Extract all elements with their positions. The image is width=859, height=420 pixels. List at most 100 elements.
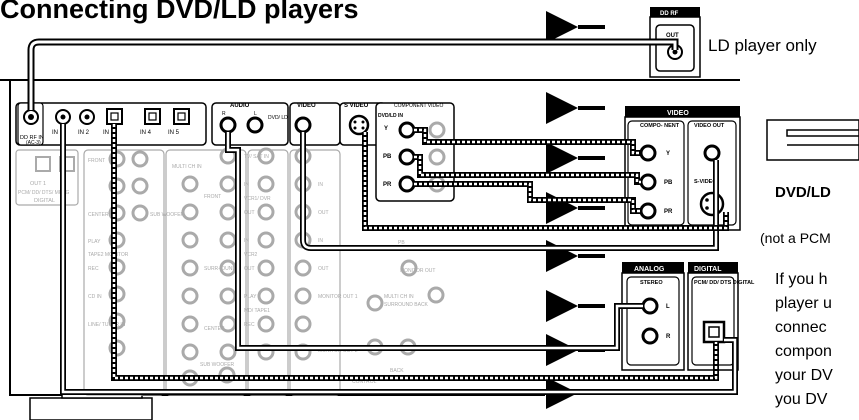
dvd-player-icon — [766, 119, 859, 161]
svg-text:AUDIO: AUDIO — [230, 103, 250, 109]
svg-text:MULTI CH IN: MULTI CH IN — [172, 164, 202, 170]
audio-l-in-jack[interactable] — [246, 116, 264, 134]
player-analog-r-jack[interactable] — [641, 327, 659, 345]
svg-text:REC: REC — [244, 322, 255, 328]
svg-text:DD RF: DD RF — [660, 11, 679, 17]
component-pr-in-jack[interactable] — [398, 175, 416, 193]
instruction-line: you DV — [775, 391, 828, 408]
video-in-jack[interactable] — [294, 116, 312, 134]
svg-text:OUT 1: OUT 1 — [30, 181, 46, 187]
not-pcm-note: (not a PCM — [760, 230, 831, 246]
svg-text:PB: PB — [383, 154, 392, 160]
instruction-text: If you h player u connec compon your DV … — [775, 268, 833, 412]
svg-text:PCM/ DD/ DTS/ MPEG: PCM/ DD/ DTS/ MPEG — [18, 190, 70, 196]
page-title: Connecting DVD/LD players — [0, 0, 359, 24]
svg-text:R: R — [666, 334, 671, 340]
svg-text:PCM/ DD/ DTS DIGITAL: PCM/ DD/ DTS DIGITAL — [694, 280, 755, 286]
svg-text:IN 5: IN 5 — [168, 130, 180, 136]
svg-text:TAPE2 MONITOR: TAPE2 MONITOR — [88, 252, 129, 258]
svg-text:S VIDEO: S VIDEO — [344, 103, 369, 109]
svg-text:OUT: OUT — [244, 266, 255, 272]
svg-text:VCR1/ DVR: VCR1/ DVR — [244, 196, 271, 202]
svg-text:SURROUND BACK: SURROUND BACK — [384, 302, 429, 308]
svg-text:IN: IN — [244, 182, 249, 188]
instruction-line: If you h — [775, 271, 828, 288]
svg-text:IN 3: IN 3 — [103, 130, 115, 136]
svg-text:L: L — [254, 111, 257, 117]
svg-text:IN: IN — [318, 238, 323, 244]
svg-text:OUT: OUT — [318, 266, 329, 272]
player-s-video-out-jack[interactable] — [699, 191, 725, 217]
svg-text:MD/ TAPE1: MD/ TAPE1 — [244, 308, 270, 314]
svg-text:MONITOR OUT 1: MONITOR OUT 1 — [318, 294, 358, 300]
receiver-foot — [29, 397, 153, 420]
svg-text:Y: Y — [666, 151, 670, 157]
player-analog-l-jack[interactable] — [641, 297, 659, 315]
ld-only-label: LD player only — [708, 36, 817, 55]
svg-text:Y: Y — [384, 126, 388, 132]
svg-text:CENTER: CENTER — [204, 326, 225, 332]
svg-text:VIDEO OUT: VIDEO OUT — [694, 123, 725, 129]
svg-text:IN 2: IN 2 — [78, 130, 90, 136]
svg-text:SUB WOOFER: SUB WOOFER — [150, 212, 185, 218]
svg-text:IN 1: IN 1 — [52, 130, 64, 136]
instruction-line: connec — [775, 319, 827, 336]
svg-text:DD RF IN: DD RF IN — [20, 135, 44, 141]
svg-text:MONITOR OUT: MONITOR OUT — [400, 268, 435, 274]
svg-text:VCR2: VCR2 — [244, 252, 258, 258]
svg-text:PLAY: PLAY — [244, 294, 257, 300]
component-y-in-jack[interactable] — [398, 121, 416, 139]
svg-text:IN: IN — [318, 182, 323, 188]
player-pr-out-jack[interactable] — [639, 202, 657, 220]
svg-text:LINE/ TUNER IN: LINE/ TUNER IN — [88, 322, 126, 328]
s-video-in-jack[interactable] — [348, 114, 370, 136]
audio-r-in-jack[interactable] — [219, 116, 237, 134]
svg-text:COMPONENT VIDEO: COMPONENT VIDEO — [394, 103, 443, 109]
svg-text:DIGITAL: DIGITAL — [694, 266, 722, 273]
svg-text:SURR- OUND: SURR- OUND — [204, 266, 236, 272]
svg-text:(AC-3): (AC-3) — [26, 140, 41, 146]
svg-text:IN 4: IN 4 — [140, 130, 152, 136]
player-video-out-jack[interactable] — [703, 144, 721, 162]
cables — [27, 38, 738, 395]
svg-text:VIDEO: VIDEO — [297, 103, 316, 109]
svg-text:STEREO: STEREO — [640, 280, 663, 286]
svg-text:IN: IN — [244, 238, 249, 244]
svg-text:PR: PR — [664, 209, 673, 215]
svg-text:R: R — [222, 111, 226, 117]
svg-text:OUT: OUT — [318, 210, 329, 216]
svg-text:DVD/ LD IN: DVD/ LD IN — [268, 115, 295, 121]
svg-text:FRONT: FRONT — [204, 194, 221, 200]
svg-text:CD IN: CD IN — [88, 294, 102, 300]
instruction-line: your DV — [775, 367, 833, 384]
svg-text:VIDEO: VIDEO — [667, 110, 689, 117]
svg-text:FRONT: FRONT — [88, 158, 105, 164]
dvd-ld-label: DVD/LD — [775, 184, 831, 201]
svg-text:OUT: OUT — [244, 210, 255, 216]
svg-text:L: L — [666, 304, 670, 310]
svg-text:CENTER: CENTER — [88, 212, 109, 218]
player-pb-out-jack[interactable] — [639, 173, 657, 191]
instruction-line: player u — [775, 295, 832, 312]
svg-text:ANALOG: ANALOG — [634, 266, 665, 273]
instruction-line: compon — [775, 343, 832, 360]
svg-text:OUT: OUT — [666, 33, 679, 39]
player-video-outputs: VIDEO COMPO- NENT VIDEO OUT Y PB PR S-VI… — [624, 106, 741, 231]
svg-text:PR: PR — [383, 182, 392, 188]
svg-text:COMPO- NENT: COMPO- NENT — [640, 123, 680, 129]
svg-text:TV/ SAT IN: TV/ SAT IN — [244, 154, 269, 160]
component-pb-in-jack[interactable] — [398, 148, 416, 166]
svg-text:REC: REC — [88, 266, 99, 272]
svg-text:CONTROL: CONTROL — [352, 379, 377, 385]
svg-text:S-VIDEO: S-VIDEO — [694, 179, 717, 185]
player-y-out-jack[interactable] — [639, 144, 657, 162]
svg-text:MULTI CH IN: MULTI CH IN — [384, 294, 414, 300]
svg-text:DVD/LD IN: DVD/LD IN — [378, 113, 403, 119]
svg-text:DIGITAL: DIGITAL — [34, 198, 55, 204]
svg-text:PB: PB — [398, 240, 405, 246]
optical-out-group: OUT 1 PCM/ DD/ DTS/ MPEG DIGITAL — [15, 149, 79, 206]
svg-text:PB: PB — [664, 180, 673, 186]
svg-text:BACK: BACK — [390, 368, 404, 374]
svg-text:SUB WOOFER: SUB WOOFER — [200, 362, 235, 368]
